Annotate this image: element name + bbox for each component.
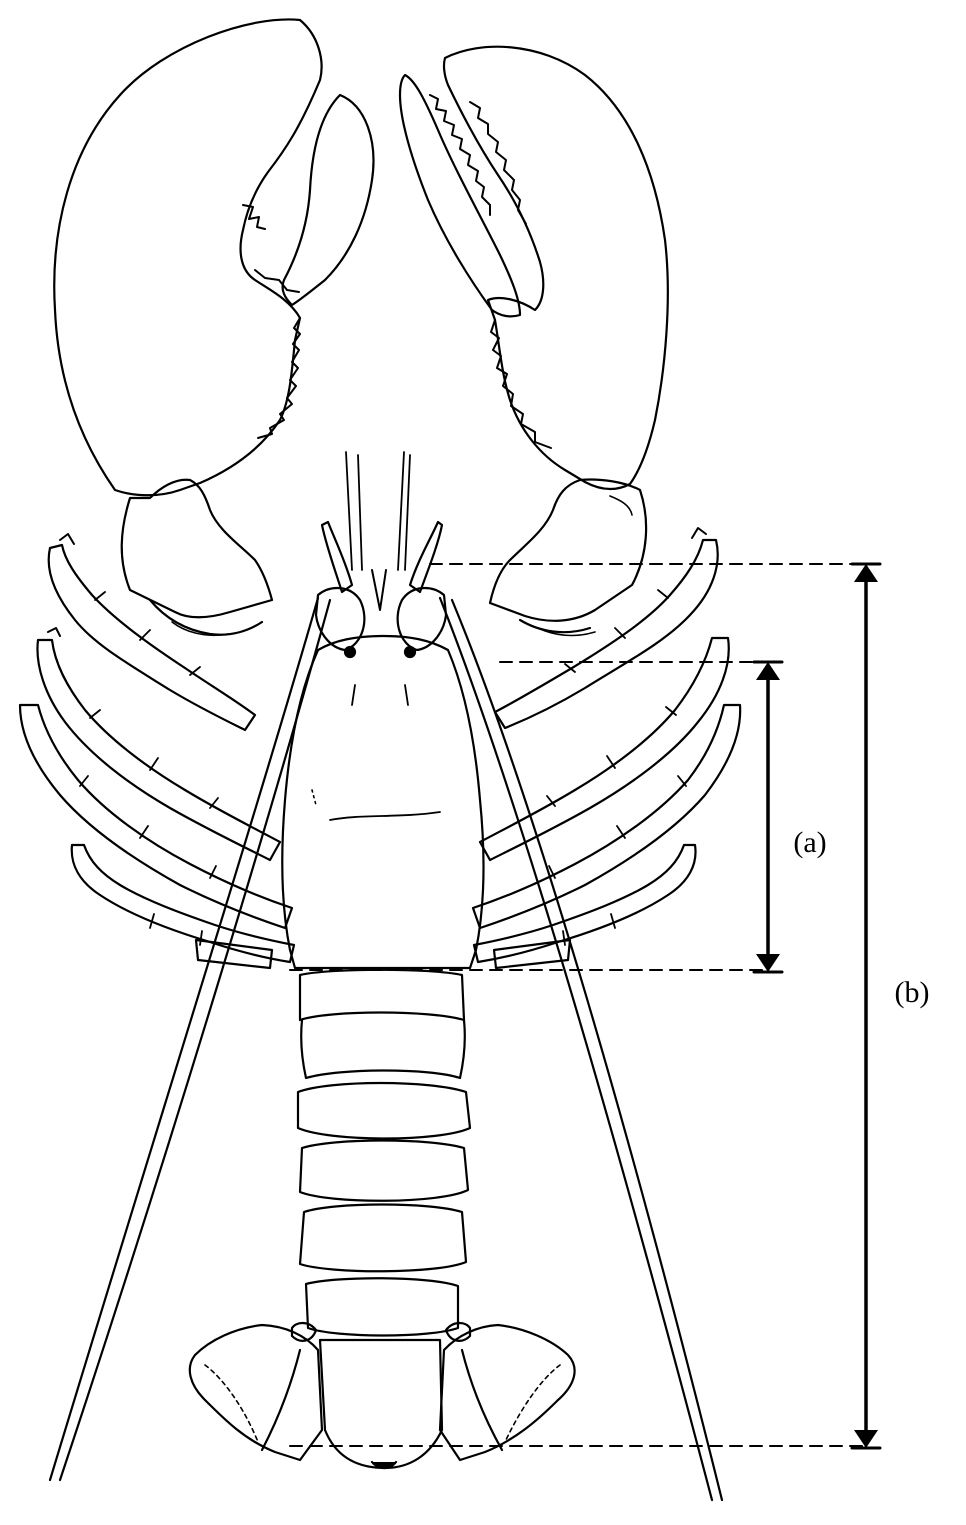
left-claw: [53, 18, 375, 637]
carapace: [281, 634, 485, 970]
measurement-guides: [289, 563, 865, 1447]
tail-fan: [188, 1321, 576, 1470]
measurement-b-label: (b): [895, 976, 930, 1009]
measurement-a-arrow: (a): [752, 660, 827, 974]
left-walking-legs: [18, 533, 296, 970]
head: [314, 451, 448, 659]
right-claw: [398, 45, 669, 637]
antennae: [48, 596, 724, 1502]
abdomen: [296, 968, 472, 1337]
measurement-a-label: (a): [793, 826, 826, 859]
measurement-b-arrow: (b): [850, 562, 930, 1450]
right-walking-legs: [471, 527, 742, 970]
